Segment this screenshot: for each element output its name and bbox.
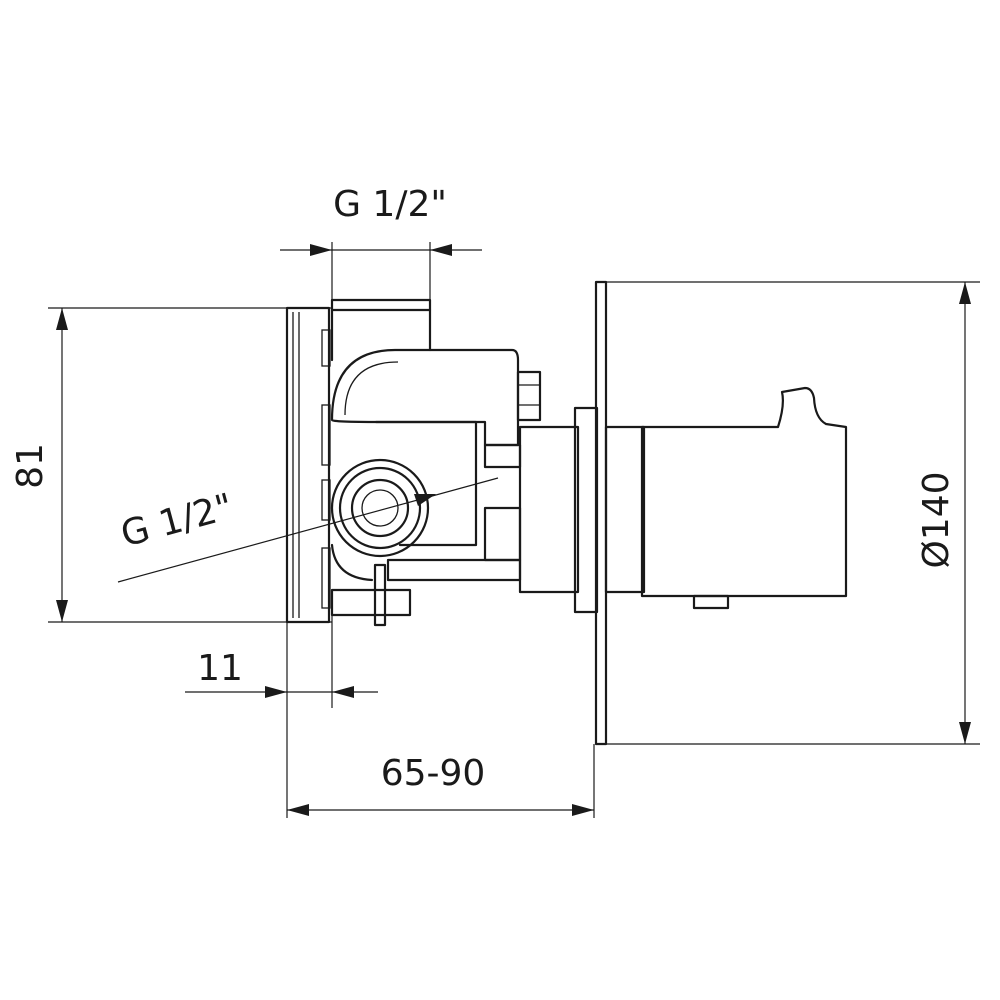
height-label: 81 xyxy=(10,443,51,489)
thread-top-label: G 1/2" xyxy=(333,184,447,225)
depth-label: 65-90 xyxy=(381,753,486,794)
mounting-plate xyxy=(285,306,331,624)
spindle-housing xyxy=(518,406,599,614)
dimension-diameter: Ø140 xyxy=(606,281,980,745)
upper-body xyxy=(330,348,542,447)
dimension-thread-side: G 1/2" xyxy=(117,477,499,583)
dimension-offset: 11 xyxy=(185,615,378,818)
handle xyxy=(604,386,848,610)
top-inlet-stub xyxy=(330,298,432,362)
side-outlet xyxy=(330,420,478,582)
thread-side-label: G 1/2" xyxy=(117,486,238,555)
dimension-height: 81 xyxy=(10,307,332,623)
dimension-depth: 65-90 xyxy=(287,744,595,818)
diameter-label: Ø140 xyxy=(916,471,957,568)
dimension-thread-top: G 1/2" xyxy=(280,184,482,300)
offset-label: 11 xyxy=(197,648,243,689)
